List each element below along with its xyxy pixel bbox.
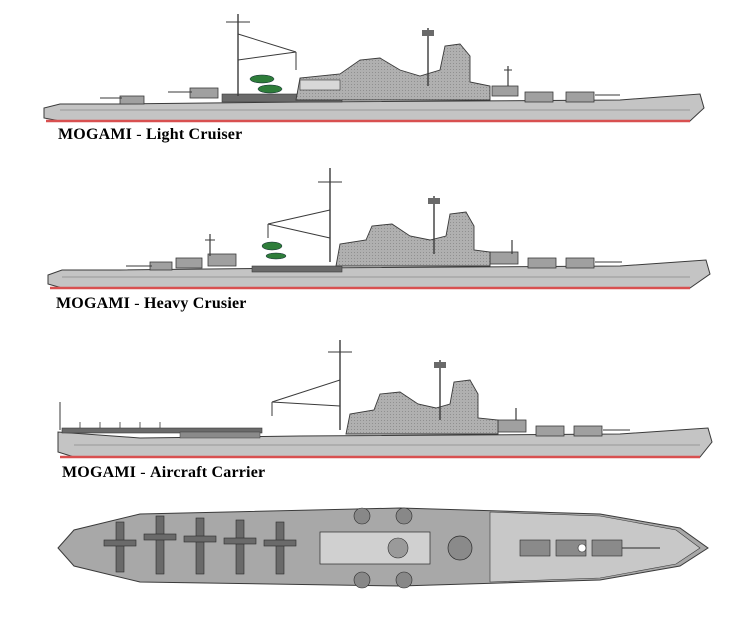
caption-separator: - xyxy=(130,295,145,312)
aircraft-carrier-profile xyxy=(57,340,713,459)
ship-type: Aircraft Carrier xyxy=(150,464,266,481)
top-view-plan xyxy=(57,507,709,589)
ship-name: MOGAMI xyxy=(62,464,137,481)
heavy-cruiser-profile xyxy=(47,168,711,290)
caption-separator: - xyxy=(132,126,147,143)
ship-name: MOGAMI xyxy=(56,295,131,312)
ship-name: MOGAMI xyxy=(58,126,133,143)
caption-separator: - xyxy=(136,464,151,481)
ship-type: Light Cruiser xyxy=(146,126,243,143)
caption-light-cruiser: MOGAMI - Light Cruiser xyxy=(58,126,242,144)
ship-type: Heavy Crusier xyxy=(144,295,247,312)
light-cruiser-profile xyxy=(43,14,705,123)
caption-heavy-cruiser: MOGAMI - Heavy Crusier xyxy=(56,295,247,313)
caption-aircraft-carrier: MOGAMI - Aircraft Carrier xyxy=(62,464,265,482)
